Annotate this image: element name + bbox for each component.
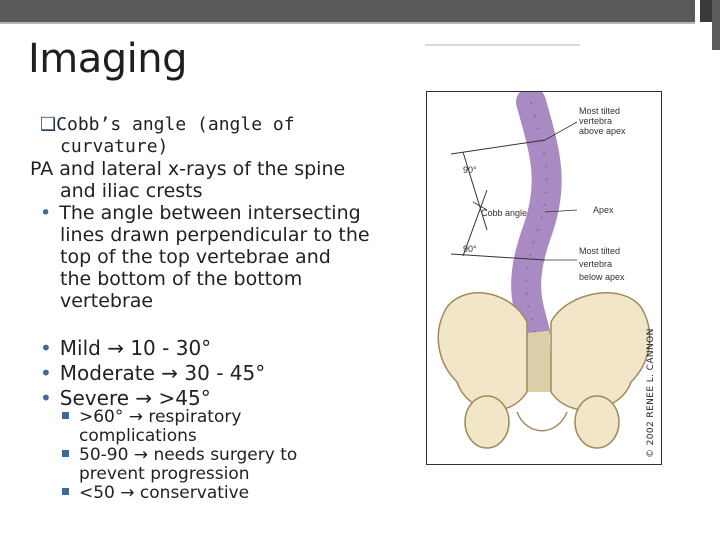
side-band (712, 0, 720, 50)
angle-label-top: 90° (463, 165, 477, 175)
square-bullet-icon (62, 412, 69, 419)
title-rule (425, 44, 580, 46)
severe-sublist: >60° → respiratory complications 50-90 →… (62, 408, 297, 503)
sub-item-respiratory-text: >60° → respiratory (79, 407, 242, 427)
bullet-dot-icon: • (40, 336, 52, 360)
severity-severe-text: Severe → >45° (59, 386, 211, 410)
sub-item-respiratory: >60° → respiratory (62, 408, 297, 427)
top-vertebra-label-1: Most tilted (579, 106, 620, 116)
bottom-vertebra-label-3: below apex (579, 272, 625, 282)
bullet-dot-icon: • (40, 202, 52, 224)
square-bullet-icon (62, 450, 69, 457)
cobb-angle-lines (450, 139, 546, 261)
severity-list: • Mild → 10 - 30° • Moderate → 30 - 45° • S… (40, 336, 265, 411)
checkbox-bullet-icon: ❑ (40, 114, 57, 135)
definition-line-3: top of the top vertebrae and (60, 246, 331, 268)
definition-line-5: vertebrae (60, 290, 154, 312)
cobb-heading-cont: curvature) (60, 136, 169, 157)
definition-bullet-text: The angle between intersecting (59, 202, 361, 224)
top-band-shadow (0, 22, 695, 24)
cobb-angle-label: Cobb angle (481, 208, 527, 218)
sub-item-conservative-text: <50 → conservative (79, 483, 250, 503)
bullet-dot-icon: • (40, 386, 52, 410)
severity-moderate-text: Moderate → 30 - 45° (59, 361, 266, 385)
cobb-heading: ❑Cobb’s angle (angle of (40, 114, 400, 136)
bullet-dot-icon: • (40, 361, 52, 385)
severity-item-mild: • Mild → 10 - 30° (40, 336, 265, 361)
top-vertebra-label-3: above apex (579, 126, 626, 136)
pelvis (437, 292, 651, 449)
definition-line-4: the bottom of the bottom (60, 268, 303, 290)
cobb-heading-text: Cobb’s angle (angle of (56, 114, 295, 135)
illustration-credit: © 2002 RENEE L. CANNON (646, 328, 656, 458)
imaging-line-2: and iliac crests (60, 180, 203, 202)
label-leaders (544, 121, 578, 261)
severity-item-moderate: • Moderate → 30 - 45° (40, 361, 265, 386)
bottom-vertebra-label-1: Most tilted (579, 246, 620, 256)
spine-pelvis-drawing: 90° 90° Cobb angle Most tilted vertebra … (437, 87, 651, 449)
severity-item-severe: • Severe → >45° (40, 386, 265, 411)
top-band (0, 0, 695, 22)
definition-bullet: • The angle between intersecting (40, 202, 400, 224)
imaging-line-1: PA and lateral x-rays of the spine (30, 158, 346, 180)
top-vertebra-label-2: vertebra (579, 116, 612, 126)
sub-item-surgery: 50-90 → needs surgery to (62, 446, 297, 465)
angle-label-bottom: 90° (463, 244, 477, 254)
apex-label: Apex (593, 205, 614, 215)
square-bullet-icon (62, 488, 69, 495)
definition-block: ❑Cobb’s angle (angle of curvature) PA an… (30, 114, 400, 312)
vertebral-column (511, 87, 562, 393)
severity-mild-text: Mild → 10 - 30° (59, 336, 212, 360)
sub-item-surgery-text: 50-90 → needs surgery to (79, 445, 298, 465)
bottom-vertebra-label-2: vertebra (579, 259, 612, 269)
sub-item-conservative: <50 → conservative (62, 484, 297, 503)
slide-title: Imaging (28, 36, 188, 82)
top-decoration (0, 0, 720, 50)
spine-illustration: 90° 90° Cobb angle Most tilted vertebra … (426, 87, 662, 465)
sub-item-surgery-cont: prevent progression (79, 464, 250, 484)
definition-line-2: lines drawn perpendicular to the (60, 224, 370, 246)
sub-item-respiratory-cont: complications (79, 426, 197, 446)
